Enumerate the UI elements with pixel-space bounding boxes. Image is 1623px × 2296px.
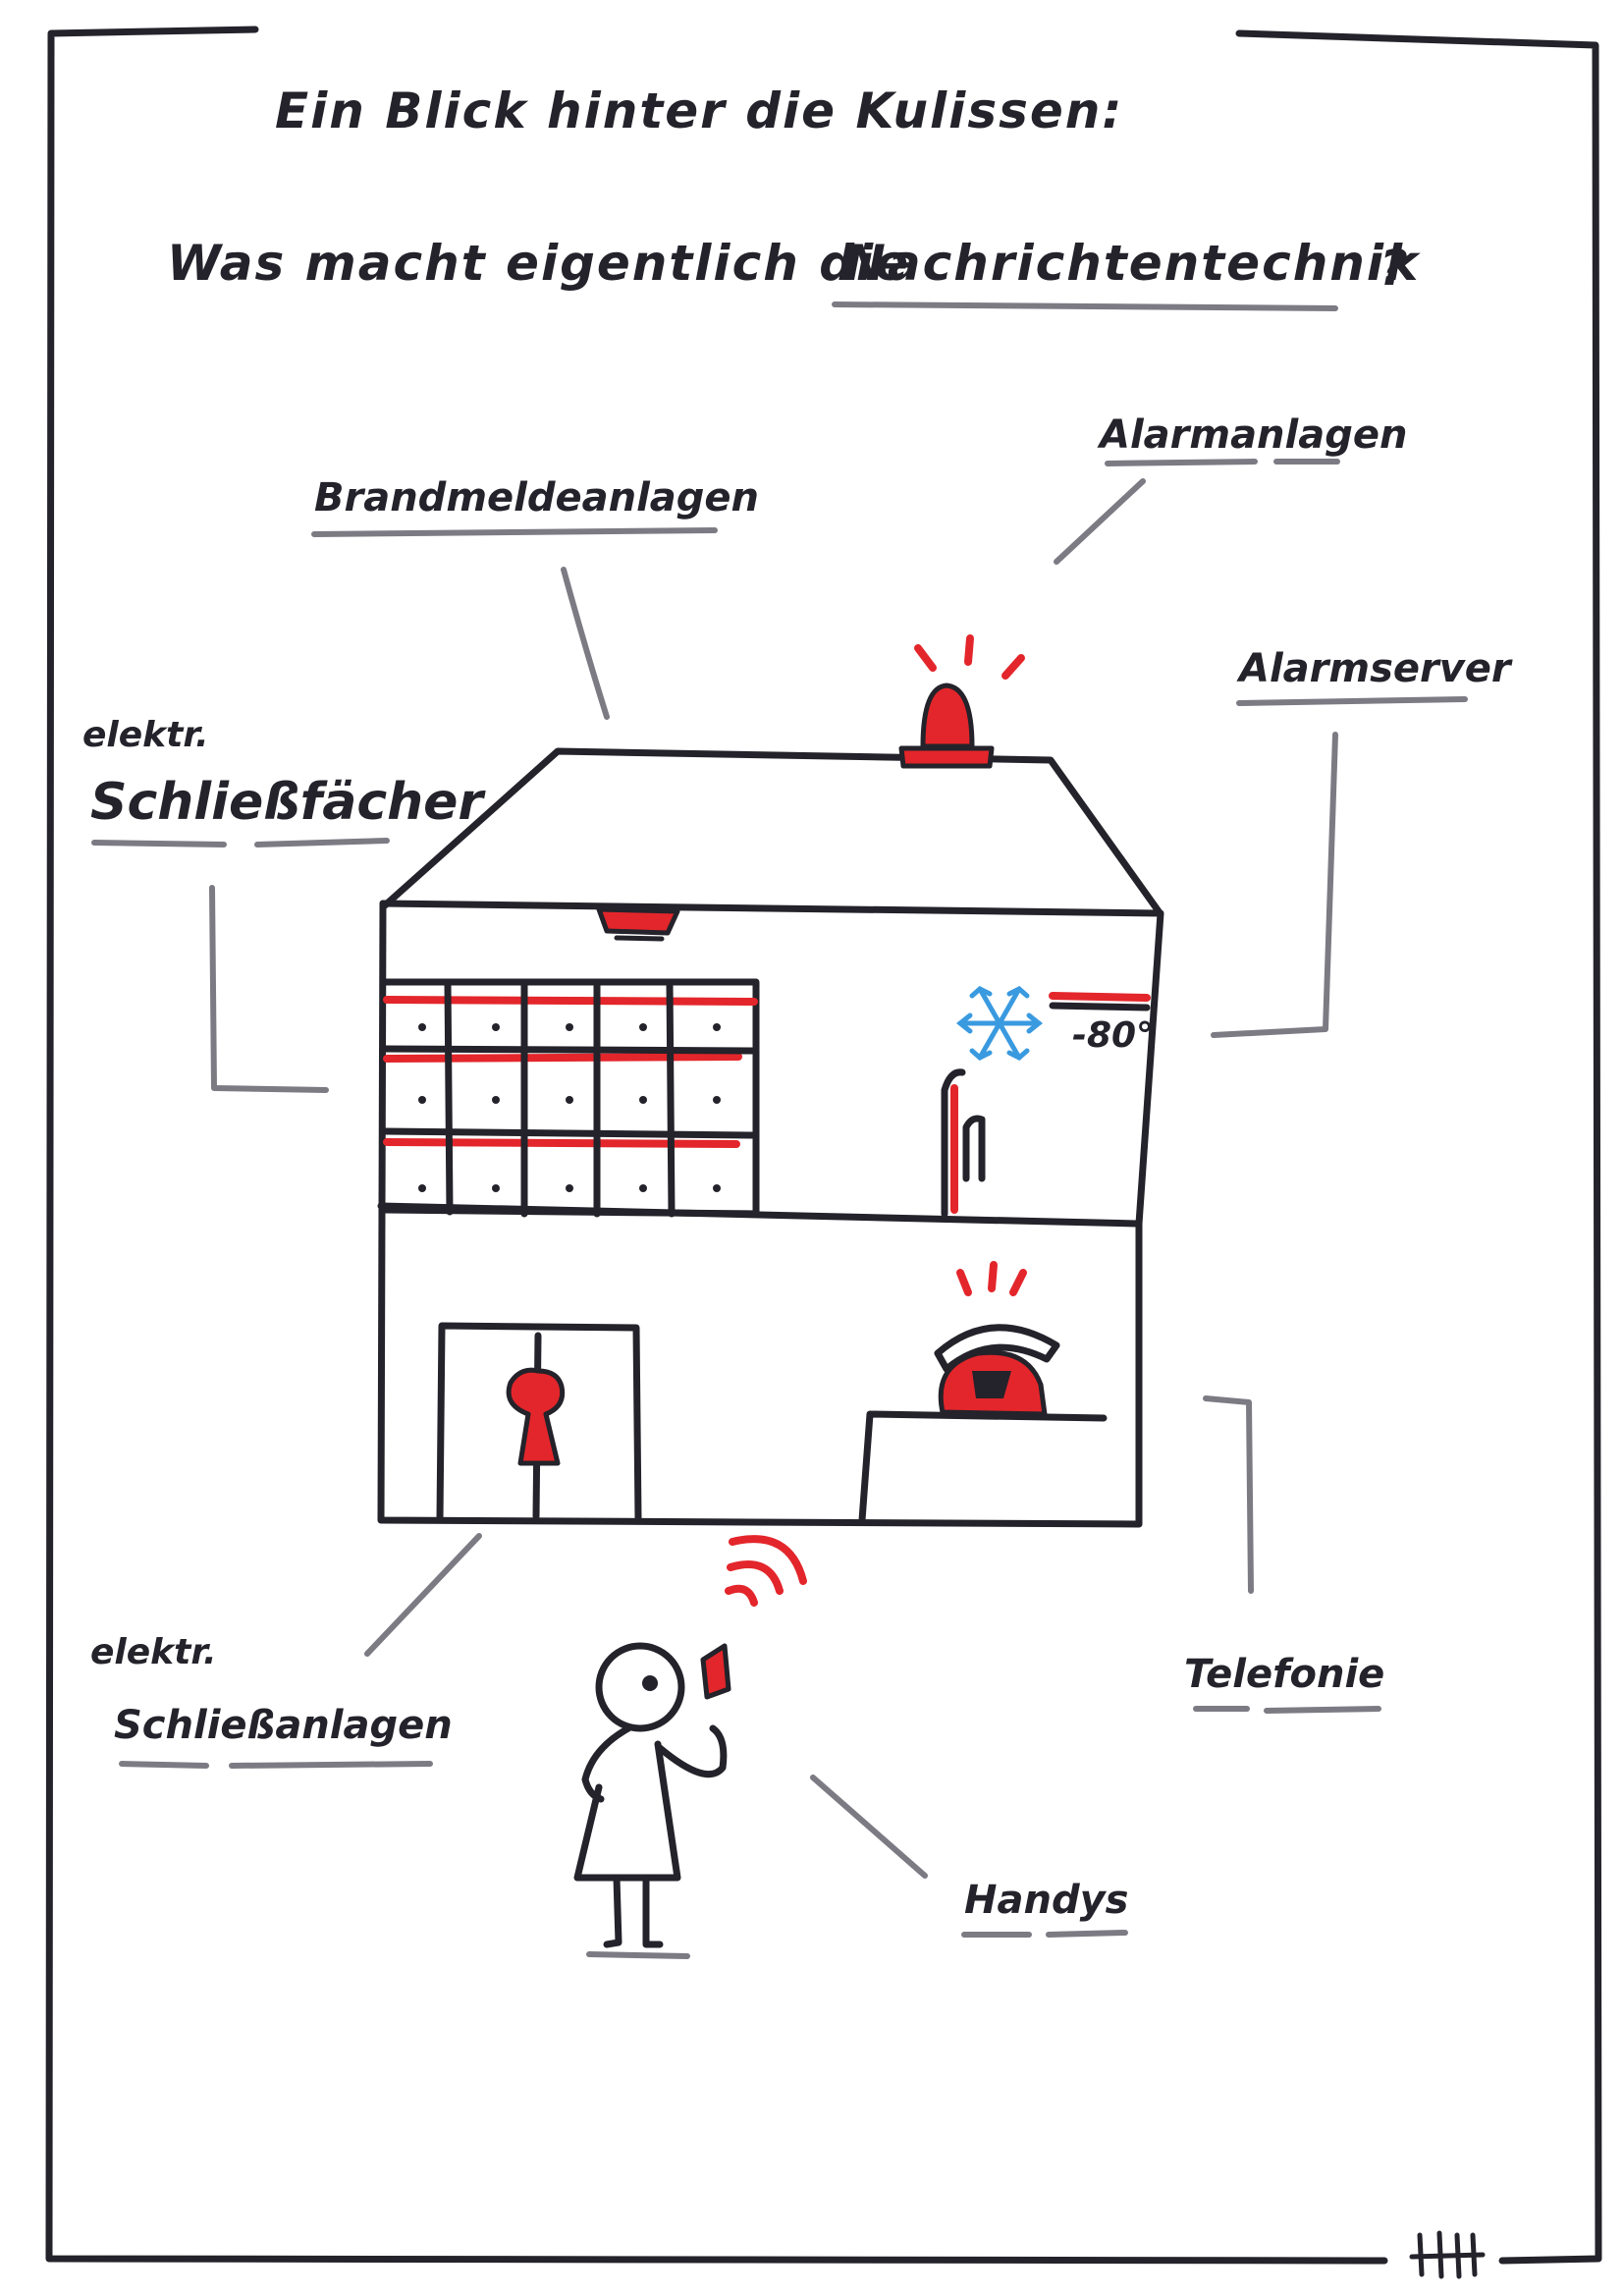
connector-alarmserver bbox=[1211, 732, 1338, 1038]
title-line-1: Ein Blick hinter die Kulissen: bbox=[275, 82, 1123, 139]
smoke-detector-icon bbox=[596, 906, 680, 942]
label-alarmanlagen: Alarmanlagen bbox=[1097, 412, 1407, 458]
label-brandmeldeanlagen: Brandmeldeanlagen bbox=[314, 475, 759, 520]
labels: Brandmeldeanlagen Alarmanlagen Alarmserv… bbox=[82, 412, 1513, 1938]
connector-lines bbox=[209, 478, 1338, 1879]
building-top-outline bbox=[379, 900, 1164, 1228]
snowflake-icon bbox=[955, 986, 1044, 1061]
page-frame bbox=[45, 26, 1602, 2265]
entrance-door bbox=[436, 1322, 642, 1522]
roof bbox=[381, 747, 1163, 915]
label-schliessfaecher-prefix: elektr. bbox=[82, 715, 209, 755]
freezer-temperature: -80° bbox=[1072, 1015, 1154, 1056]
person-figure bbox=[573, 1535, 807, 1959]
connector-schliessfaecher bbox=[209, 885, 329, 1093]
label-handys: Handys bbox=[964, 1878, 1128, 1923]
title-highlight: Nachrichtentechnik bbox=[844, 235, 1421, 292]
label-schliessanlagen-prefix: elektr. bbox=[90, 1632, 217, 1672]
title-line-2-prefix: Was macht eigentlich die bbox=[167, 235, 910, 292]
siren-icon bbox=[898, 634, 1025, 769]
freezer-icon bbox=[941, 992, 1151, 1218]
signal-wave-1 bbox=[725, 1584, 758, 1607]
label-schliessanlagen: Schließanlagen bbox=[114, 1703, 453, 1748]
reception-desk bbox=[858, 1410, 1108, 1524]
signal-wave-3 bbox=[729, 1535, 807, 1585]
connector-brandmelde bbox=[561, 567, 610, 720]
title-underline bbox=[832, 301, 1338, 311]
label-schliessfaecher: Schließfächer bbox=[90, 773, 486, 832]
building-walls bbox=[377, 900, 1143, 1528]
signal-wave-2 bbox=[727, 1560, 784, 1595]
locker-wall bbox=[381, 978, 760, 1218]
connector-alarmanlagen bbox=[1054, 478, 1146, 565]
label-telefonie: Telefonie bbox=[1184, 1652, 1384, 1697]
person-head bbox=[595, 1642, 685, 1732]
title-question-mark: ? bbox=[1380, 240, 1410, 297]
connector-schliessanlagen bbox=[364, 1533, 482, 1657]
mobile-phone-icon bbox=[700, 1643, 731, 1700]
signature-mark bbox=[1409, 2230, 1486, 2279]
connector-telefonie bbox=[1203, 1395, 1254, 1594]
connector-handys bbox=[810, 1775, 928, 1879]
telephone-icon bbox=[934, 1261, 1060, 1417]
keyhole-icon bbox=[506, 1367, 566, 1466]
label-alarmserver: Alarmserver bbox=[1236, 646, 1513, 691]
building: -80° bbox=[377, 634, 1164, 1528]
